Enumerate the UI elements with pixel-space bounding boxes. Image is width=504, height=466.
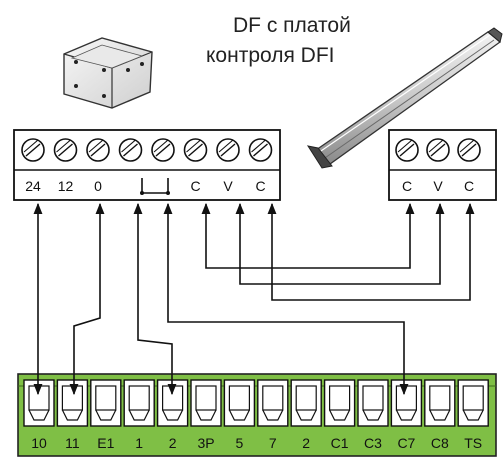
right-terminal-screw-0 (395, 138, 419, 162)
board-label-12: C8 (431, 435, 449, 451)
board-label-3: 1 (135, 435, 143, 451)
board-label-7: 7 (269, 435, 277, 451)
wire-0-to-11 (69, 202, 105, 396)
board-terminal-13 (457, 379, 489, 427)
left-terminal-block: 24 12 0 C V C (13, 129, 281, 201)
board-terminal-0 (23, 379, 55, 427)
left-terminal-screw-6 (216, 138, 240, 162)
right-terminal-label-2: C (464, 178, 474, 194)
board-terminal-9 (323, 379, 356, 427)
left-terminal-label-5: C (190, 178, 200, 194)
board-terminal-11 (390, 379, 423, 427)
board-terminal-7 (257, 379, 289, 427)
wire-c-to-c (201, 202, 415, 269)
board-terminal-8 (290, 379, 322, 427)
left-terminal-label-6: V (223, 178, 233, 194)
board-terminal-5 (190, 379, 222, 427)
control-board: 10 11 E1 1 2 3P 5 7 2 C1 C3 C7 C8 TS (17, 373, 497, 457)
board-terminal-4 (156, 379, 189, 427)
nc-contact-icon (140, 178, 170, 195)
wire-c2-to-c2 (267, 202, 475, 301)
left-terminal-label-0: 24 (25, 178, 41, 194)
board-terminal-6 (223, 379, 256, 427)
board-terminal-10 (357, 379, 389, 427)
board-terminal-1 (56, 379, 89, 427)
board-label-8: 2 (302, 435, 310, 451)
junction-box-icon (63, 37, 153, 109)
right-terminal-label-0: C (402, 178, 412, 194)
wire-nc-to-2 (133, 202, 177, 396)
board-label-2: E1 (97, 435, 114, 451)
left-terminal-screw-7 (248, 138, 273, 162)
left-terminal-label-2: 0 (94, 178, 102, 194)
board-label-6: 5 (236, 435, 244, 451)
left-terminal-screw-5 (183, 138, 208, 162)
title-line-2: контроля DFI (206, 44, 335, 67)
title-line-1: DF с платой (233, 14, 351, 37)
board-label-0: 10 (31, 435, 47, 451)
wire-nc-to-c7 (163, 202, 409, 396)
right-terminal-screw-1 (426, 138, 450, 162)
safety-edge-icon (306, 27, 503, 169)
board-terminal-2 (90, 379, 122, 427)
board-label-10: C3 (364, 435, 382, 451)
board-label-13: TS (464, 435, 482, 451)
left-terminal-label-7: C (255, 178, 265, 194)
board-terminal-3 (123, 379, 155, 427)
board-label-11: C7 (397, 435, 415, 451)
left-terminal-screw-2 (86, 138, 110, 162)
left-terminal-screw-4 (151, 138, 175, 162)
board-label-1: 11 (65, 435, 80, 451)
left-terminal-screw-1 (53, 138, 78, 162)
left-terminal-screw-3 (118, 138, 143, 162)
left-terminal-label-1: 12 (58, 178, 74, 194)
wire-v-to-v (235, 202, 445, 285)
board-label-5: 3P (197, 435, 214, 451)
right-terminal-screw-2 (457, 138, 481, 162)
left-terminal-screw-0 (21, 138, 45, 162)
right-terminal-label-1: V (433, 178, 443, 194)
board-label-4: 2 (169, 435, 177, 451)
board-terminal-12 (424, 379, 456, 427)
wiring (33, 202, 475, 396)
board-label-9: C1 (331, 435, 349, 451)
